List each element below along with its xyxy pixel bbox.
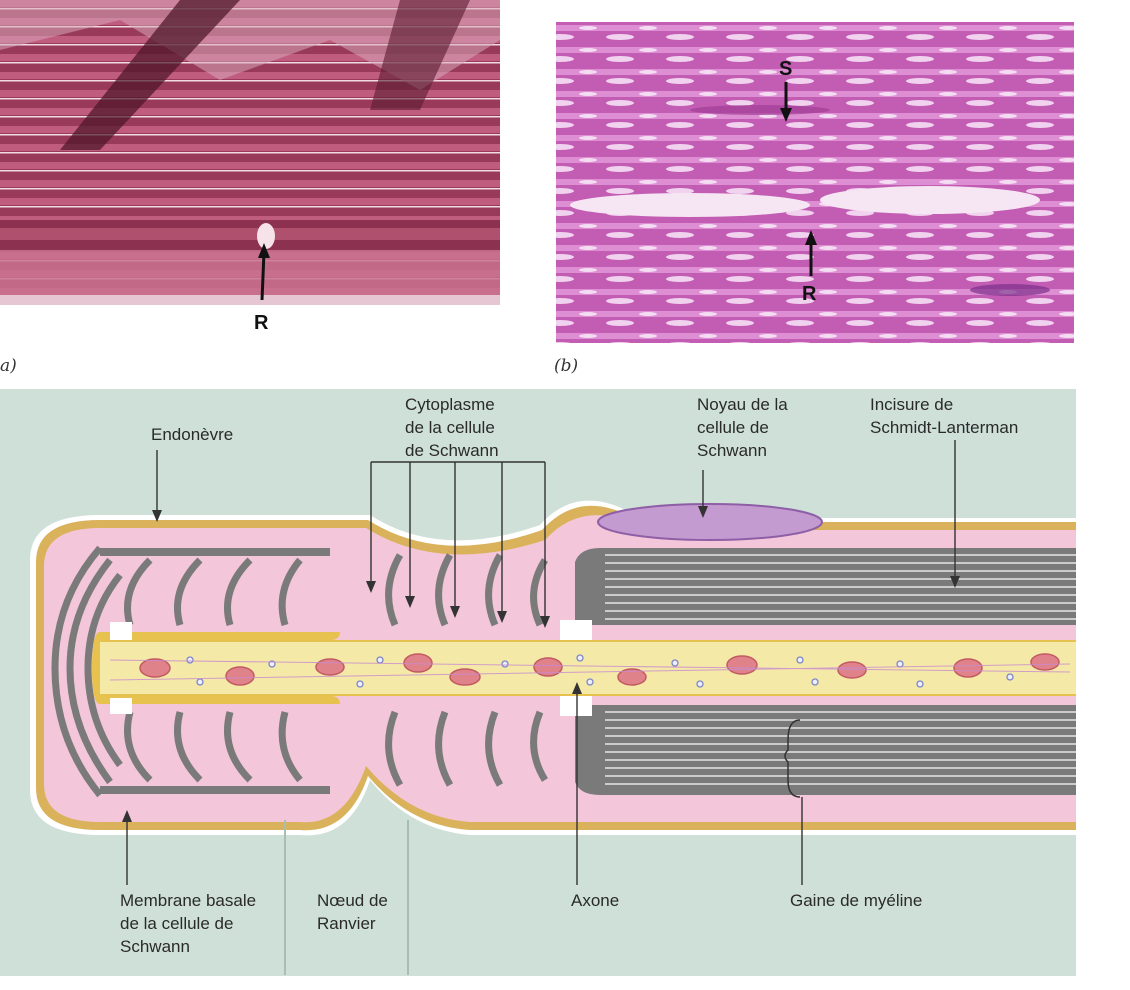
micrograph-a [0, 0, 500, 305]
myelin-lower [575, 705, 1076, 795]
marker-r-b: R [802, 283, 817, 305]
micrograph-b [556, 22, 1074, 343]
label-node-2: Ranvier [317, 914, 376, 933]
label-basal-membrane-2: de la cellule de [120, 914, 233, 933]
schwann-nucleus [597, 503, 823, 541]
label-incisure-1: Incisure de [870, 395, 953, 414]
node-arrow-b [805, 230, 817, 245]
myelinated-fiber-diagram [0, 389, 1076, 976]
label-myelin: Gaine de myéline [790, 891, 922, 910]
label-cytoplasm-3: de Schwann [405, 441, 499, 460]
label-node-1: Nœud de [317, 891, 388, 910]
label-axon: Axone [571, 891, 619, 910]
label-cytoplasm-2: de la cellule [405, 418, 495, 437]
label-endoneurium: Endonèvre [151, 425, 233, 444]
label-nucleus-2: cellule de [697, 418, 769, 437]
schwann-arrow-b [780, 108, 792, 122]
marker-r-a: R [254, 312, 269, 334]
label-nucleus-1: Noyau de la [697, 395, 788, 414]
node-arrow-a [258, 243, 270, 258]
marker-s-b: S [779, 58, 792, 80]
panel-tag-b: (b) [554, 356, 578, 376]
label-nucleus-3: Schwann [697, 441, 767, 460]
leader-lines [126, 440, 956, 885]
label-cytoplasm-1: Cytoplasme [405, 395, 495, 414]
panel-tag-a: a) [0, 356, 17, 376]
label-basal-membrane-1: Membrane basale [120, 891, 256, 910]
label-incisure-2: Schmidt-Lanterman [870, 418, 1018, 437]
mitochondria [139, 653, 1060, 686]
node-guides [284, 820, 409, 975]
label-basal-membrane-3: Schwann [120, 937, 190, 956]
